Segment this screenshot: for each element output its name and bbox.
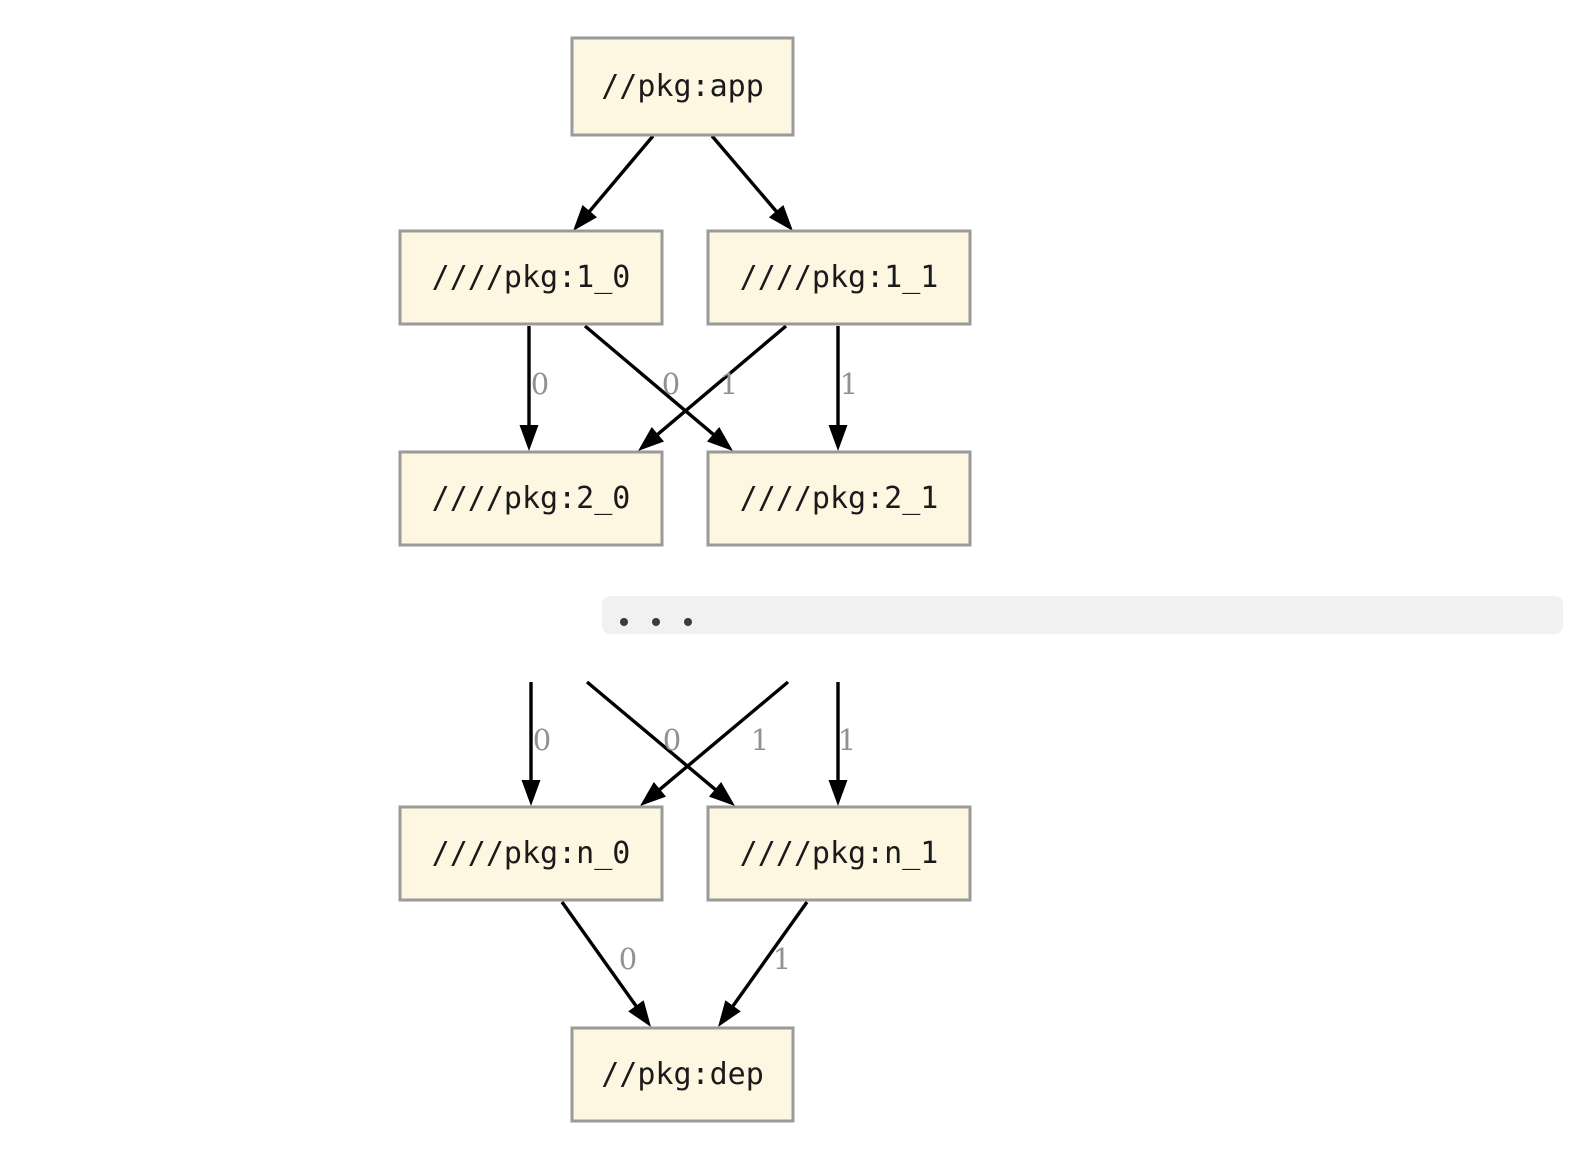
edge <box>640 680 790 806</box>
edge-line <box>728 901 809 1012</box>
node-l2_0[interactable]: ////pkg:2_0 <box>398 450 664 547</box>
edge-line <box>654 680 790 795</box>
edge <box>583 324 733 451</box>
edge <box>718 901 809 1027</box>
edge-labels-layer: 0 0 1 1 0 0 1 1 0 1 <box>531 367 858 976</box>
edge-arrowhead-icon <box>828 425 848 451</box>
edge-line <box>584 134 655 217</box>
node-l1_1[interactable]: ////pkg:1_1 <box>706 229 972 326</box>
edge-label: 1 <box>720 367 738 401</box>
edge <box>828 326 848 451</box>
edge-arrowhead-icon <box>521 780 541 806</box>
edge-arrowhead-icon <box>718 1000 741 1027</box>
edge-arrowhead-icon <box>707 426 733 451</box>
ellipsis-band-layer <box>602 596 1563 634</box>
node-box[interactable] <box>706 229 972 326</box>
node-box[interactable] <box>570 1026 795 1123</box>
ellipsis-dot-1 <box>652 618 660 626</box>
nodes-layer: //pkg:app ////pkg:1_0 ////pkg:1_1 ////pkg:2… <box>398 36 972 1123</box>
node-label: //pkg:app <box>601 69 764 104</box>
node-box[interactable] <box>398 450 664 547</box>
edge <box>828 682 848 806</box>
node-label: //pkg:dep <box>601 1057 764 1092</box>
edge <box>519 326 539 451</box>
ellipsis-dot-2 <box>684 618 692 626</box>
edge <box>560 901 651 1027</box>
node-label: ////pkg:2_1 <box>740 481 939 516</box>
edge-label: 0 <box>533 723 551 757</box>
edge-arrowhead-icon <box>640 782 667 806</box>
edge-arrowhead-icon <box>828 780 848 806</box>
node-label: ////pkg:1_0 <box>432 260 631 295</box>
ellipsis-dot-0 <box>620 618 628 626</box>
edges-layer <box>519 134 848 1027</box>
node-box[interactable] <box>706 805 972 902</box>
edge-label: 1 <box>751 723 769 757</box>
node-box[interactable] <box>570 36 795 137</box>
edge-arrowhead-icon <box>768 205 793 231</box>
node-label: ////pkg:2_0 <box>432 481 631 516</box>
edge-label: 0 <box>663 723 681 757</box>
edge-label: 1 <box>838 723 856 757</box>
node-label: ////pkg:1_1 <box>740 260 939 295</box>
edge <box>710 134 793 231</box>
edge-label: 0 <box>531 367 549 401</box>
node-label: ////pkg:n_0 <box>432 836 631 871</box>
edge <box>521 682 541 806</box>
node-dep[interactable]: //pkg:dep <box>570 1026 795 1123</box>
edge-arrowhead-icon <box>573 204 598 231</box>
edge-arrowhead-icon <box>519 425 539 451</box>
node-ln_1[interactable]: ////pkg:n_1 <box>706 805 972 902</box>
edge-line <box>652 324 788 440</box>
node-l1_0[interactable]: ////pkg:1_0 <box>398 229 664 326</box>
node-box[interactable] <box>398 805 664 902</box>
edge-label: 1 <box>773 942 791 976</box>
edge <box>638 324 788 451</box>
node-ln_0[interactable]: ////pkg:n_0 <box>398 805 664 902</box>
edge-line <box>560 901 641 1012</box>
node-box[interactable] <box>398 229 664 326</box>
ellipsis-band <box>602 596 1563 634</box>
edge-label: 1 <box>840 367 858 401</box>
edge-label: 0 <box>662 367 680 401</box>
edge-arrowhead-icon <box>708 782 735 806</box>
edge <box>573 134 655 231</box>
edge-arrowhead-icon <box>628 1000 651 1027</box>
node-box[interactable] <box>706 450 972 547</box>
edge-line <box>583 324 719 440</box>
node-app[interactable]: //pkg:app <box>570 36 795 137</box>
edge <box>585 680 735 806</box>
edge-arrowhead-icon <box>638 426 664 451</box>
node-l2_1[interactable]: ////pkg:2_1 <box>706 450 972 547</box>
node-label: ////pkg:n_1 <box>740 836 939 871</box>
edge-line <box>585 680 721 795</box>
edge-label: 0 <box>619 942 637 976</box>
edge-line <box>710 134 782 217</box>
